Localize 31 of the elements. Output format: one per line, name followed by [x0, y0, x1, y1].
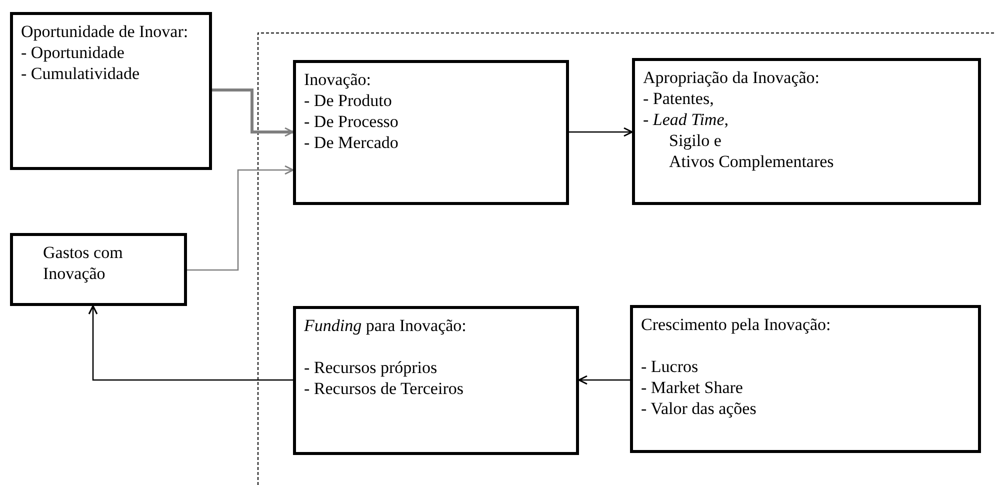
box-text: Ativos Complementares: [668, 151, 835, 172]
box-text: - Lucros: [641, 356, 700, 377]
box-text: - De Produto: [304, 90, 393, 111]
arrow: [187, 165, 294, 271]
process-box: [630, 305, 981, 453]
box-text: - De Processo: [304, 111, 400, 132]
box-text: - Market Share: [641, 377, 744, 398]
arrow: [569, 127, 633, 137]
box-text: - De Mercado: [304, 132, 400, 153]
process-box: [10, 233, 187, 306]
process-box: [632, 58, 981, 205]
box-heading: Apropriação da Inovação:: [643, 67, 821, 88]
box-heading: Inovação:: [304, 69, 372, 90]
process-box: [293, 60, 569, 205]
box-text: - Patentes,: [643, 88, 715, 109]
box-text: - Recursos próprios: [304, 357, 438, 378]
box-text: - Lead Time,: [643, 109, 730, 130]
box-heading: Funding para Inovação:: [304, 315, 468, 336]
arrow: [212, 88, 294, 137]
arrow: [578, 375, 630, 385]
box-text: - Oportunidade: [21, 42, 126, 63]
box-text: Gastos com Inovação: [43, 242, 124, 284]
box-text: Sigilo e: [668, 130, 722, 151]
box-text: - Recursos de Terceiros: [304, 378, 464, 399]
box-text: - Valor das ações: [641, 398, 758, 419]
arrow: [88, 305, 293, 381]
box-text: - Cumulatividade: [21, 63, 141, 84]
process-box: [10, 12, 212, 170]
process-box: [293, 306, 579, 455]
box-heading: Oportunidade de Inovar:: [21, 21, 190, 42]
box-heading: Crescimento pela Inovação:: [641, 314, 832, 335]
